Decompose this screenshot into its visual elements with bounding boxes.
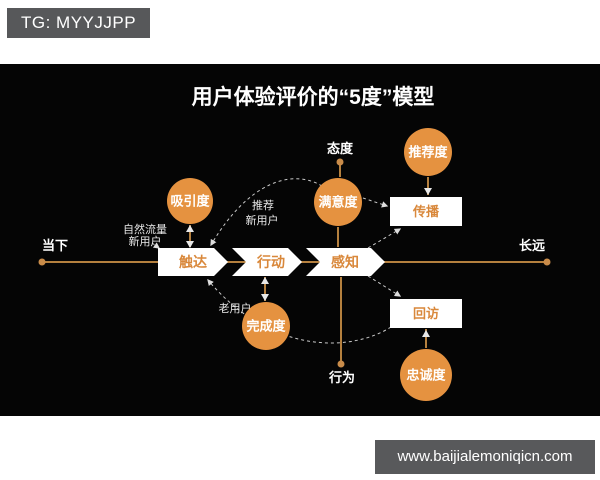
arrowhead-complete-top <box>261 294 269 301</box>
arrowhead-touch-top <box>186 241 194 248</box>
action-label-revisit: 回访 <box>413 306 439 321</box>
timeline-label-now: 当下 <box>42 238 68 253</box>
action-box-revisit <box>390 299 462 328</box>
metric-label-attract: 吸引度 <box>170 194 210 209</box>
stage-label-perceive: 感知 <box>331 254 359 270</box>
stage-label-act: 行动 <box>256 254 285 270</box>
metric-circle-attract <box>167 178 213 224</box>
arrowhead-revisit-bottom <box>422 330 430 337</box>
diagram-title: 用户体验评价的“5度”模型 <box>192 85 435 109</box>
timeline-right-dot <box>543 258 551 266</box>
note-returning-users: 老用户 <box>219 301 252 315</box>
metric-label-complete: 完成度 <box>246 319 286 334</box>
satisfy-to-spread-link <box>362 197 389 208</box>
stage-chevron-act <box>232 248 302 276</box>
note-organic-line1: 自然流量 <box>123 222 167 236</box>
note-organic-line2: 新用户 <box>129 234 162 248</box>
behavior-dot <box>337 360 345 368</box>
revisit-feedback-curve <box>207 279 392 344</box>
metric-circle-satisfy <box>314 178 362 226</box>
perceive-to-revisit-link <box>367 275 402 297</box>
referral-feedback-curve <box>210 178 323 247</box>
note-referral-line2: 新用户 <box>246 213 279 227</box>
attitude-dot <box>336 158 344 166</box>
action-label-spread: 传播 <box>412 204 440 219</box>
metric-circle-complete <box>242 302 290 350</box>
diagram-canvas: 用户体验评价的“5度”模型 <box>0 64 600 416</box>
timeline-left-dot <box>38 258 46 266</box>
axis-label-behavior: 行为 <box>328 370 355 385</box>
metric-circle-loyalty <box>400 349 452 401</box>
stage-label-touch: 触达 <box>178 254 207 270</box>
note-referral-line1: 推荐 <box>252 198 274 212</box>
metric-circle-recommend <box>404 128 452 176</box>
stage-chevron-touch <box>158 248 228 276</box>
timeline-label-longterm: 长远 <box>519 238 545 253</box>
metric-label-loyalty: 忠诚度 <box>406 368 446 383</box>
website-watermark-badge: www.baijialemoniqicn.com <box>375 440 595 474</box>
arrowhead-spread-top <box>424 188 432 195</box>
arrowhead-act-bottom <box>261 277 269 284</box>
organic-traffic-link <box>151 242 161 249</box>
metric-label-satisfy: 满意度 <box>318 195 358 210</box>
tg-watermark-badge: TG: MYYJJPP <box>7 8 151 38</box>
five-degree-model-diagram: 用户体验评价的“5度”模型 <box>38 85 551 401</box>
stage-chevron-perceive <box>306 248 385 276</box>
metric-label-recommend: 推荐度 <box>408 145 448 160</box>
perceive-to-spread-link <box>367 228 402 249</box>
action-box-spread <box>390 197 462 226</box>
axis-label-attitude: 态度 <box>327 141 354 156</box>
arrowhead-attract-bottom <box>186 225 194 232</box>
